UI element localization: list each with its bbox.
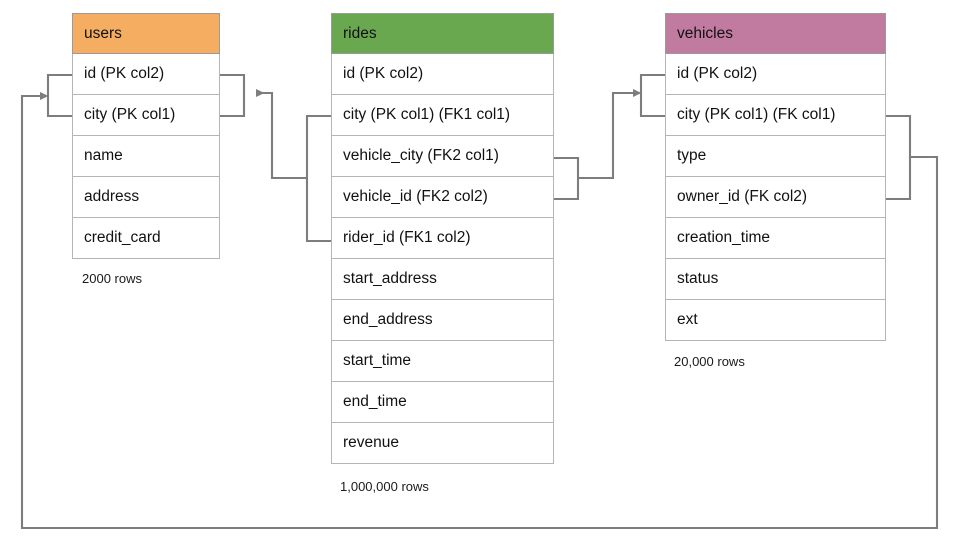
- field-rides-vehicle-id[interactable]: vehicle_id (FK2 col2): [331, 177, 554, 218]
- field-rides-start-time[interactable]: start_time: [331, 341, 554, 382]
- wire-rides-fk1-bracket: [305, 114, 331, 243]
- field-vehicles-id[interactable]: id (PK col2): [665, 54, 886, 95]
- field-vehicles-ext[interactable]: ext: [665, 300, 886, 341]
- wire-users-left-bracket: [46, 73, 72, 118]
- field-rides-vehicle-city[interactable]: vehicle_city (FK2 col1): [331, 136, 554, 177]
- field-users-name[interactable]: name: [72, 136, 220, 177]
- field-vehicles-creation-time[interactable]: creation_time: [665, 218, 886, 259]
- entity-users[interactable]: users id (PK col2) city (PK col1) name a…: [72, 13, 220, 259]
- wire-rides-fk2-stem: [578, 89, 642, 180]
- entity-rides-title: rides: [331, 13, 554, 54]
- field-rides-end-time[interactable]: end_time: [331, 382, 554, 423]
- entity-users-title: users: [72, 13, 220, 54]
- field-rides-start-address[interactable]: start_address: [331, 259, 554, 300]
- entity-rides[interactable]: rides id (PK col2) city (PK col1) (FK1 c…: [331, 13, 554, 464]
- field-users-id[interactable]: id (PK col2): [72, 54, 220, 95]
- wire-users-right-bracket: [220, 73, 246, 118]
- field-rides-end-address[interactable]: end_address: [331, 300, 554, 341]
- wire-rides-fk1-stem: [256, 89, 307, 180]
- field-users-credit-card[interactable]: credit_card: [72, 218, 220, 259]
- wire-vehicles-left-bracket: [639, 73, 665, 118]
- wire-rides-fk2-bracket: [554, 156, 580, 201]
- field-vehicles-status[interactable]: status: [665, 259, 886, 300]
- field-vehicles-city[interactable]: city (PK col1) (FK col1): [665, 95, 886, 136]
- wire-vehicles-right-bracket: [886, 114, 912, 201]
- field-vehicles-type[interactable]: type: [665, 136, 886, 177]
- row-count-rides: 1,000,000 rows: [340, 479, 429, 494]
- entity-vehicles-title: vehicles: [665, 13, 886, 54]
- field-rides-id[interactable]: id (PK col2): [331, 54, 554, 95]
- entity-vehicles[interactable]: vehicles id (PK col2) city (PK col1) (FK…: [665, 13, 886, 341]
- field-users-city[interactable]: city (PK col1): [72, 95, 220, 136]
- field-vehicles-owner-id[interactable]: owner_id (FK col2): [665, 177, 886, 218]
- field-rides-rider-id[interactable]: rider_id (FK1 col2): [331, 218, 554, 259]
- row-count-vehicles: 20,000 rows: [674, 354, 745, 369]
- row-count-users: 2000 rows: [82, 271, 142, 286]
- field-rides-revenue[interactable]: revenue: [331, 423, 554, 464]
- field-rides-city[interactable]: city (PK col1) (FK1 col1): [331, 95, 554, 136]
- field-users-address[interactable]: address: [72, 177, 220, 218]
